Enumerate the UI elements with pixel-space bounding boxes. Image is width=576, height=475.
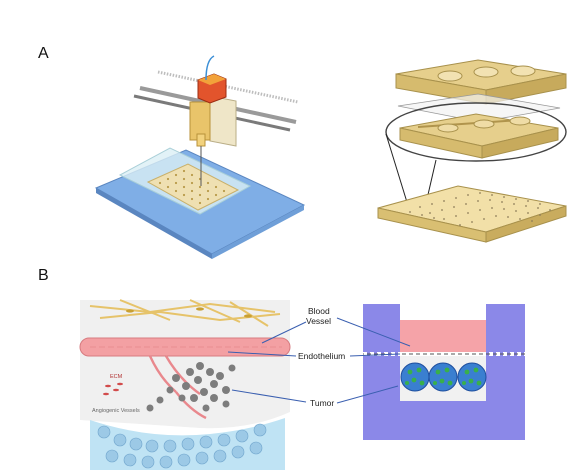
tumor-spheroid-3 xyxy=(457,362,487,392)
tumor-spheroid-2 xyxy=(428,362,458,392)
label-tumor: Tumor xyxy=(310,398,334,408)
epithelial-nuclei xyxy=(97,423,267,469)
bioprinter-illustration xyxy=(94,55,306,259)
chip-membrane xyxy=(397,93,561,123)
callout-endothelium-left xyxy=(227,351,297,357)
callout-tumor-right xyxy=(336,385,399,404)
callout-endothelium-right xyxy=(349,353,401,357)
callout-lines xyxy=(227,317,411,404)
label-endothelium: Endothelium xyxy=(298,351,345,361)
ecm-background xyxy=(80,300,290,429)
chip-array-dots xyxy=(409,192,551,226)
label-blood-vessel-line1: Blood xyxy=(308,306,330,316)
ecm-cells xyxy=(103,382,123,396)
callout-blood-vessel-right xyxy=(336,317,411,347)
tumor-spheroids xyxy=(400,362,487,392)
panel-label-b: B xyxy=(38,267,49,284)
panel-label-a: A xyxy=(38,45,49,62)
label-blood-vessel-line2: Vessel xyxy=(306,316,331,326)
magnifier-ellipse xyxy=(385,102,567,162)
tumor-cluster xyxy=(146,362,236,412)
chip-exploded-view xyxy=(377,59,567,243)
tissue-schematic: ECM Angiogenic Vessels xyxy=(79,299,291,470)
vessel-chamber xyxy=(400,320,486,352)
callout-blood-vessel-left xyxy=(261,321,307,344)
chamber-walls xyxy=(363,304,525,440)
printer-carriage xyxy=(209,95,237,147)
feed-tube xyxy=(205,55,215,81)
zoom-line-left xyxy=(385,133,411,213)
callout-tumor-left xyxy=(231,389,307,403)
label-ecm: ECM xyxy=(110,374,123,380)
label-angiogenic-vessels: Angiogenic Vessels xyxy=(92,408,140,414)
chip-grid xyxy=(146,163,240,211)
chamber-diagram xyxy=(363,304,525,440)
tumor-spheroid-1 xyxy=(400,362,430,392)
chip-dots xyxy=(158,169,226,205)
